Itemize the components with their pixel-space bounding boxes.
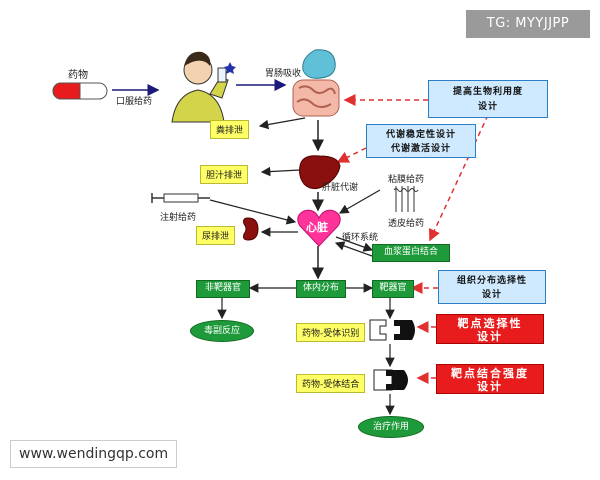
stomach-intestine-icon <box>292 49 340 117</box>
drug-label: 药物 <box>68 70 88 81</box>
therapeutic-effect-oval: 治疗作用 <box>358 416 424 438</box>
side-effects-oval: 毒副反应 <box>190 320 254 342</box>
injection-label: 注射给药 <box>160 213 197 223</box>
target-selectivity-design-box: 靶点选择性 设计 <box>436 314 544 344</box>
receptor-recognition-icon <box>369 319 415 341</box>
mucosal-label: 粘膜给药 <box>388 175 425 185</box>
metabolic-design-box: 代谢稳定性设计 代谢激活设计 <box>366 124 476 158</box>
kidney-icon <box>243 217 259 241</box>
oral-label: 口服给药 <box>116 97 153 107</box>
drug-receptor-binding-box: 药物-受体结合 <box>296 374 366 393</box>
distribution-box: 体内分布 <box>296 280 346 298</box>
fecal-excretion-box: 粪排泄 <box>210 120 250 139</box>
receptor-binding-icon <box>373 369 408 391</box>
liver-metabolism-label: 肝脏代谢 <box>322 183 359 193</box>
liver-icon <box>299 155 341 190</box>
gi-absorption-label: 胃肠吸收 <box>265 69 302 79</box>
transdermal-label: 透皮给药 <box>388 219 425 229</box>
target-box: 靶器官 <box>372 280 414 298</box>
drug-receptor-recognition-box: 药物-受体识别 <box>296 323 366 342</box>
binding-strength-design-box: 靶点结合强度 设计 <box>436 364 544 394</box>
non-target-box: 非靶器官 <box>196 280 250 298</box>
watermark-top: TG: MYYJJPP <box>466 10 590 38</box>
heart-icon <box>297 209 341 247</box>
watermark-bottom: www.wendingqp.com <box>10 440 178 468</box>
circulation-label: 循环系统 <box>342 233 379 243</box>
urine-excretion-box: 尿排泄 <box>196 226 236 245</box>
bile-excretion-box: 胆汁排泄 <box>200 165 249 184</box>
pill-icon <box>52 82 108 100</box>
skin-layer-icon <box>393 186 419 212</box>
tissue-selectivity-design-box: 组织分布选择性 设计 <box>438 270 546 304</box>
bioavailability-design-box: 提高生物利用度 设计 <box>428 80 548 118</box>
plasma-binding-box: 血浆蛋白结合 <box>372 244 450 262</box>
heart-label: 心脏 <box>306 221 328 234</box>
syringe-icon <box>151 193 210 203</box>
person-drinking-icon <box>171 51 236 123</box>
